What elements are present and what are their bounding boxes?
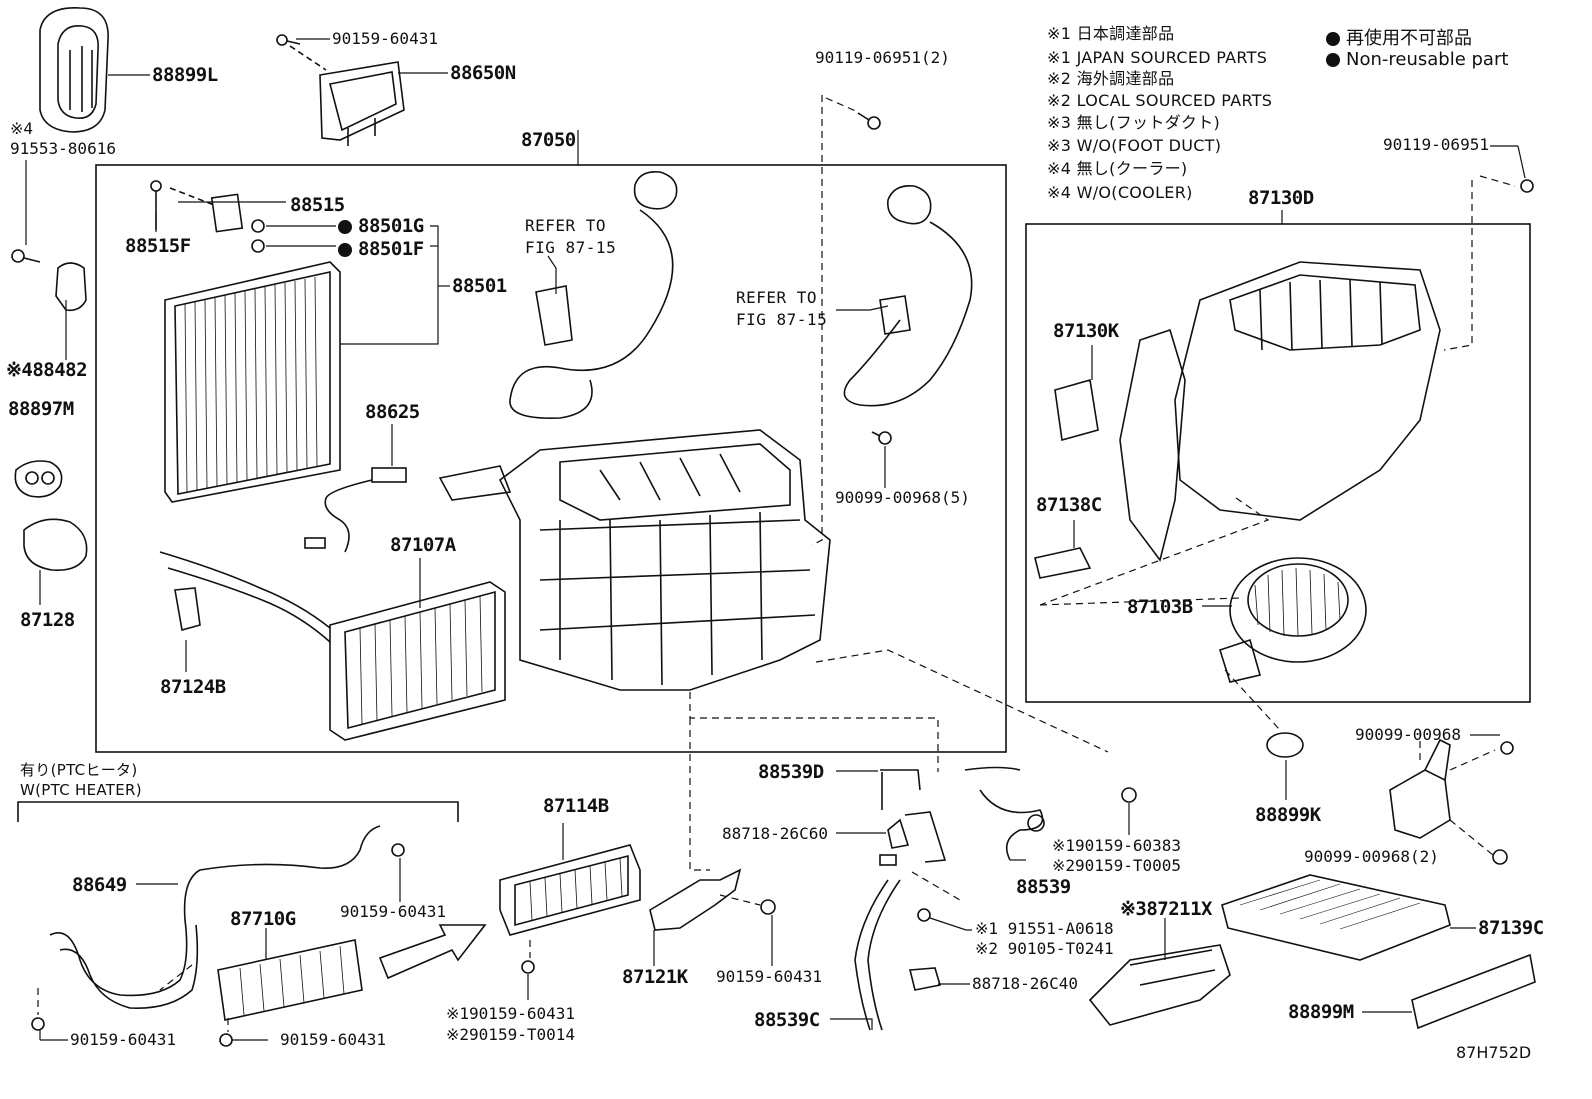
- part-90159-T0005[interactable]: ※290159-T0005: [1052, 856, 1181, 875]
- part-87211X[interactable]: ※387211X: [1120, 898, 1213, 920]
- part-88501G-text: 88501G: [358, 215, 424, 237]
- part-87139C[interactable]: 87139C: [1478, 917, 1544, 939]
- part-88501G[interactable]: 88501G: [338, 217, 424, 236]
- note-line-5: ※3 無し(フットダクト): [1047, 113, 1221, 132]
- part-87128[interactable]: 87128: [20, 609, 75, 631]
- left-parts-drawing: [11, 249, 88, 572]
- refer-2-line2: FIG 87-15: [736, 310, 828, 329]
- note-line-1: ※1 日本調達部品: [1047, 24, 1175, 43]
- part-91553-80616[interactable]: 91553-80616: [10, 139, 116, 158]
- legend-en-text: Non-reusable part: [1346, 49, 1509, 70]
- part-90159-60431-center[interactable]: 90159-60431: [716, 967, 822, 986]
- legend-jp-text: 再使用不可部品: [1346, 28, 1472, 49]
- ptc-element-87114B-drawing: [499, 844, 641, 974]
- part-88539D[interactable]: 88539D: [758, 761, 824, 783]
- legend-jp: 再使用不可部品: [1326, 24, 1472, 50]
- part-87114B[interactable]: 87114B: [543, 795, 609, 817]
- part-88501F[interactable]: 88501F: [338, 240, 424, 259]
- filter-87139C-drawing: [1221, 874, 1451, 961]
- legend-en: Non-reusable part: [1326, 49, 1508, 70]
- part-90099-00968-2[interactable]: 90099-00968(2): [1304, 847, 1439, 866]
- right-parts-drawing: [1266, 732, 1514, 865]
- part-88539[interactable]: 88539: [1016, 876, 1071, 898]
- part-87050[interactable]: 87050: [521, 129, 576, 151]
- sensor-88625-drawing: [304, 467, 407, 553]
- part-88897M[interactable]: 88897M: [8, 398, 74, 420]
- part-90099-00968-right[interactable]: 90099-00968: [1355, 725, 1461, 744]
- part-90159-60431-bottom-mid[interactable]: 90159-60431: [280, 1030, 386, 1049]
- note-line-6: ※3 W/O(FOOT DUCT): [1047, 136, 1222, 155]
- ptc-heater-bracket: [17, 801, 459, 822]
- part-88625[interactable]: 88625: [365, 401, 420, 423]
- part-88501F-text: 88501F: [358, 238, 424, 260]
- part-90119-06951[interactable]: 90119-06951: [1383, 135, 1489, 154]
- heater-core-87107A-drawing: [159, 551, 506, 741]
- bracket-88650N-drawing: [276, 34, 405, 146]
- part-87107A[interactable]: 87107A: [390, 534, 456, 556]
- assembly-87050-frame: [95, 164, 1007, 753]
- duct-87211X-drawing: [1088, 944, 1231, 1026]
- part-87124B[interactable]: 87124B: [160, 676, 226, 698]
- leader-lines: [25, 38, 1526, 1041]
- bracket-87121K-drawing: [649, 868, 776, 931]
- part-90159-60431-top[interactable]: 90159-60431: [332, 29, 438, 48]
- ptc-heater-jp: 有り(PTCヒータ): [20, 761, 138, 779]
- note-line-7: ※4 無し(クーラー): [1047, 159, 1188, 178]
- part-88650N[interactable]: 88650N: [450, 62, 516, 84]
- ptc-heater-en: W(PTC HEATER): [20, 781, 142, 799]
- non-reusable-dot-icon: [338, 243, 352, 257]
- part-88718-26C40[interactable]: 88718-26C40: [972, 974, 1078, 993]
- refer-1-line2: FIG 87-15: [525, 238, 617, 257]
- note-line-2: ※1 JAPAN SOURCED PARTS: [1047, 48, 1268, 67]
- duct-88899L-drawing: [39, 7, 109, 133]
- note-line-4: ※2 LOCAL SOURCED PARTS: [1047, 91, 1273, 110]
- part-88515F[interactable]: 88515F: [125, 235, 191, 257]
- part-90159-60431-bottom-left[interactable]: 90159-60431: [70, 1030, 176, 1049]
- part-91553-note: ※4: [10, 119, 34, 138]
- part-87710G[interactable]: 87710G: [230, 908, 296, 930]
- non-reusable-dot-icon: [1326, 53, 1340, 67]
- non-reusable-dot-icon: [338, 220, 352, 234]
- part-91551-A0618[interactable]: ※1 91551-A0618: [975, 919, 1114, 938]
- part-87130K[interactable]: 87130K: [1053, 320, 1119, 342]
- part-90159-60383[interactable]: ※190159-60383: [1052, 836, 1181, 855]
- dashed-guides: [37, 95, 1516, 1032]
- part-87130D[interactable]: 87130D: [1248, 187, 1314, 209]
- refer-2-line1: REFER TO: [736, 288, 818, 307]
- part-88899K[interactable]: 88899K: [1255, 804, 1321, 826]
- hoses-drawing: [854, 766, 1137, 1031]
- part-90099-00968-5[interactable]: 90099-00968(5): [835, 488, 970, 507]
- figure-code: 87H752D: [1456, 1043, 1532, 1062]
- part-88649[interactable]: 88649: [72, 874, 127, 896]
- hvac-unit-87130D-drawing: [1034, 179, 1534, 683]
- ptc-heater-drawing: [31, 825, 487, 1047]
- part-88515[interactable]: 88515: [290, 194, 345, 216]
- part-88501[interactable]: 88501: [452, 275, 507, 297]
- part-88899L[interactable]: 88899L: [152, 64, 218, 86]
- evaporator-88501-drawing: [150, 180, 341, 503]
- part-88539C[interactable]: 88539C: [754, 1009, 820, 1031]
- part-90159-60431-s1[interactable]: ※190159-60431: [446, 1004, 575, 1023]
- part-90119-06951-2[interactable]: 90119-06951(2): [815, 48, 950, 67]
- part-90105-T0241[interactable]: ※2 90105-T0241: [975, 939, 1114, 958]
- refer-1-line1: REFER TO: [525, 216, 607, 235]
- assembly-87130D-frame: [1025, 223, 1531, 703]
- hvac-unit-87050-drawing: [438, 112, 973, 691]
- part-90159-60431-ptc[interactable]: 90159-60431: [340, 902, 446, 921]
- part-87103B[interactable]: 87103B: [1127, 596, 1193, 618]
- part-88482[interactable]: ※488482: [6, 359, 88, 381]
- note-line-3: ※2 海外調達部品: [1047, 69, 1175, 88]
- part-88718-26C60[interactable]: 88718-26C60: [722, 824, 828, 843]
- note-line-8: ※4 W/O(COOLER): [1047, 183, 1193, 202]
- part-87138C[interactable]: 87138C: [1036, 494, 1102, 516]
- part-87121K[interactable]: 87121K: [622, 966, 688, 988]
- non-reusable-dot-icon: [1326, 32, 1340, 46]
- cover-88899M-drawing: [1411, 953, 1536, 1030]
- part-88899M[interactable]: 88899M: [1288, 1001, 1354, 1023]
- part-90159-T0014[interactable]: ※290159-T0014: [446, 1025, 575, 1044]
